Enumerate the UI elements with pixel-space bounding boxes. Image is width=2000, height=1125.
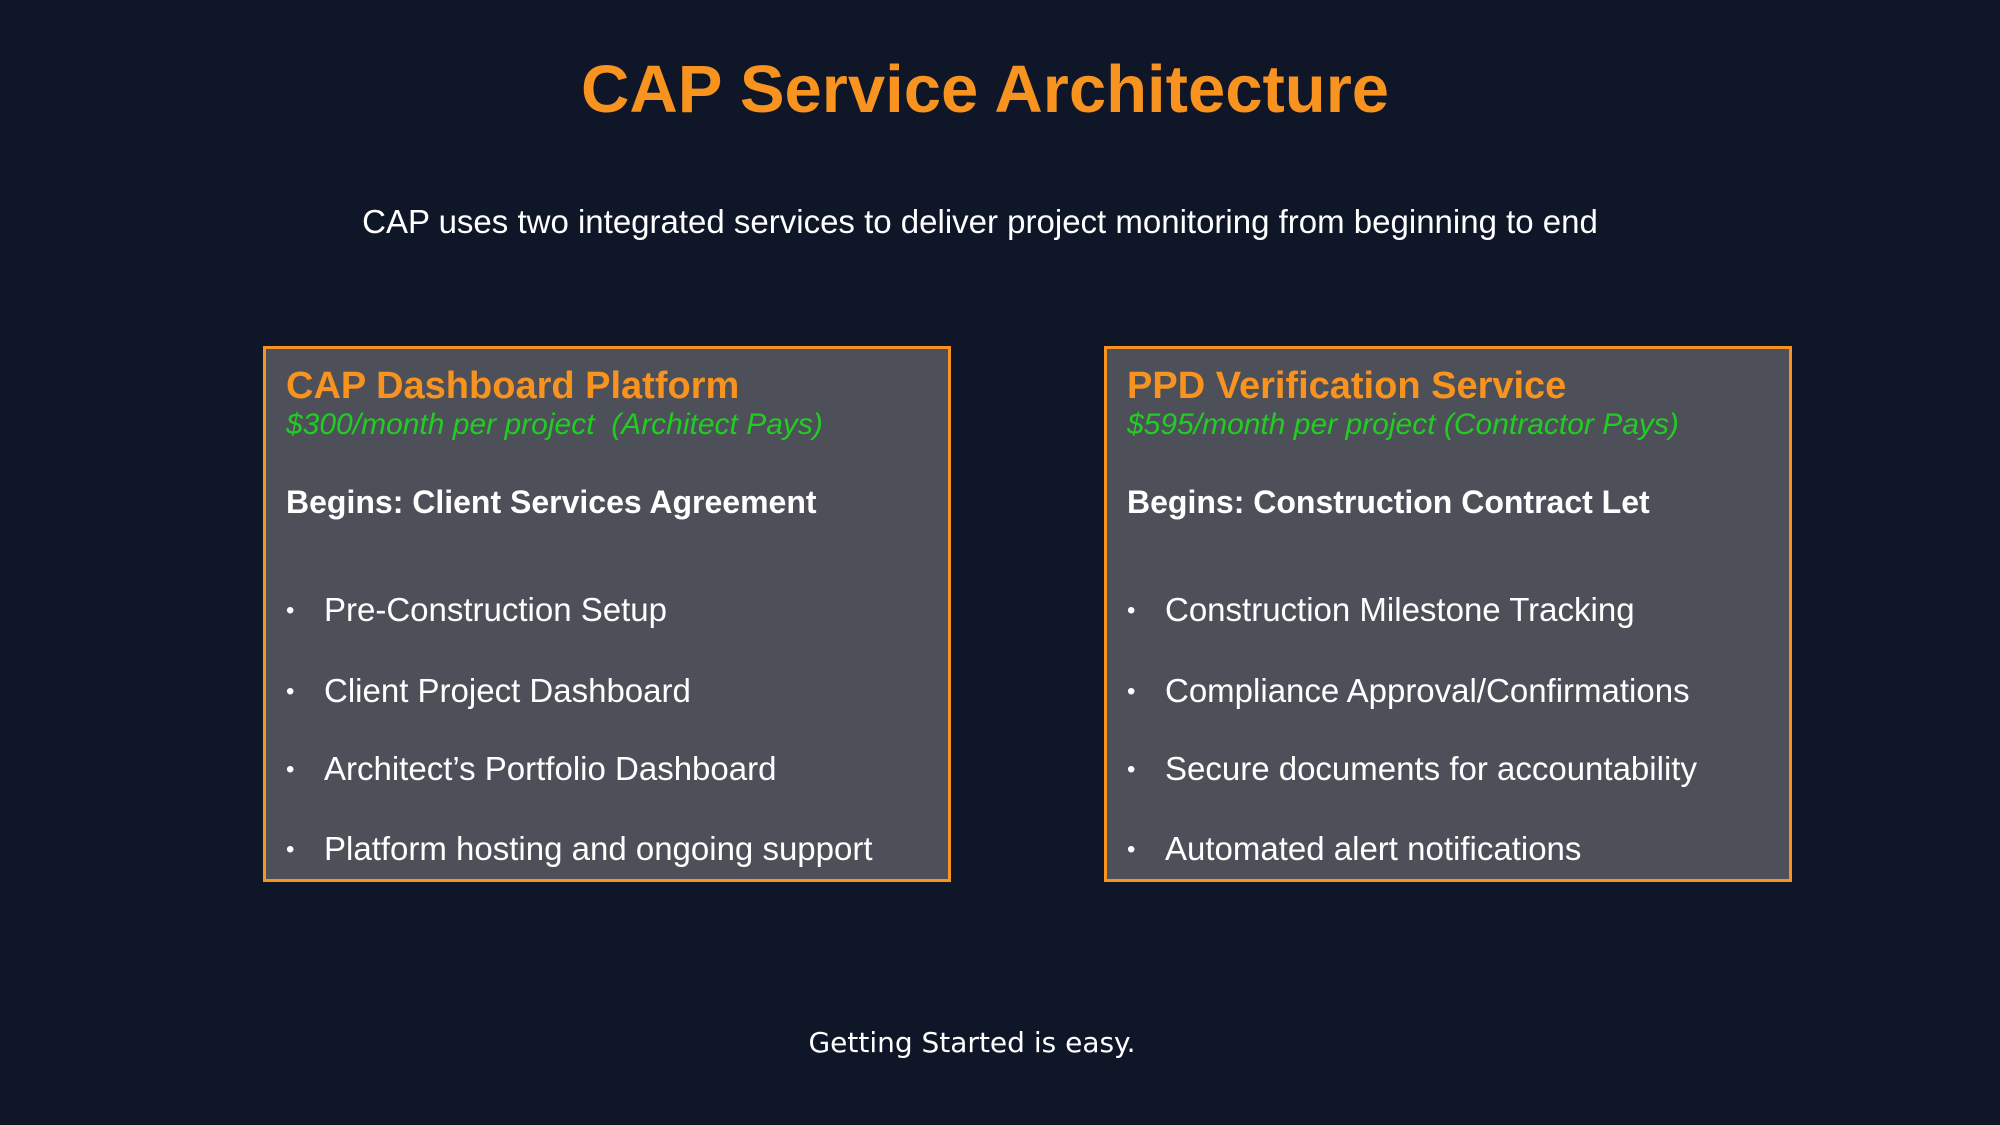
list-item: • Architect’s Portfolio Dashboard bbox=[286, 748, 776, 791]
slide-footer: Getting Started is easy. bbox=[808, 1026, 1136, 1059]
list-item: • Automated alert notifications bbox=[1127, 828, 1581, 871]
card-cap-dashboard-platform: CAP Dashboard Platform $300/month per pr… bbox=[263, 346, 951, 882]
card-begins: Begins: Client Services Agreement bbox=[286, 484, 817, 520]
list-item-label: Construction Milestone Tracking bbox=[1165, 591, 1635, 628]
card-title: CAP Dashboard Platform bbox=[286, 365, 740, 407]
list-item: • Construction Milestone Tracking bbox=[1127, 589, 1635, 632]
card-price: $300/month per project (Architect Pays) bbox=[286, 408, 823, 441]
bullet-icon: • bbox=[1127, 597, 1136, 624]
list-item-label: Secure documents for accountability bbox=[1165, 750, 1697, 787]
slide-subtitle: CAP uses two integrated services to deli… bbox=[362, 203, 1598, 240]
list-item-label: Automated alert notifications bbox=[1165, 830, 1582, 867]
bullet-icon: • bbox=[286, 678, 295, 705]
list-item: • Secure documents for accountability bbox=[1127, 748, 1697, 791]
card-ppd-verification-service: PPD Verification Service $595/month per … bbox=[1104, 346, 1792, 882]
list-item-label: Pre-Construction Setup bbox=[324, 591, 668, 628]
card-begins: Begins: Construction Contract Let bbox=[1127, 484, 1650, 520]
card-price: $595/month per project (Contractor Pays) bbox=[1127, 408, 1679, 441]
list-item: • Client Project Dashboard bbox=[286, 670, 691, 713]
list-item: • Pre-Construction Setup bbox=[286, 589, 667, 632]
bullet-icon: • bbox=[286, 597, 295, 624]
list-item-label: Compliance Approval/Confirmations bbox=[1165, 672, 1690, 709]
list-item-label: Architect’s Portfolio Dashboard bbox=[324, 750, 777, 787]
bullet-icon: • bbox=[286, 836, 295, 863]
list-item: • Platform hosting and ongoing support bbox=[286, 828, 873, 871]
bullet-icon: • bbox=[286, 756, 295, 783]
bullet-icon: • bbox=[1127, 756, 1136, 783]
bullet-icon: • bbox=[1127, 836, 1136, 863]
list-item-label: Platform hosting and ongoing support bbox=[324, 830, 873, 867]
list-item: • Compliance Approval/Confirmations bbox=[1127, 670, 1690, 713]
bullet-icon: • bbox=[1127, 678, 1136, 705]
list-item-label: Client Project Dashboard bbox=[324, 672, 691, 709]
card-title: PPD Verification Service bbox=[1127, 365, 1567, 407]
slide-title: CAP Service Architecture bbox=[580, 52, 1390, 127]
